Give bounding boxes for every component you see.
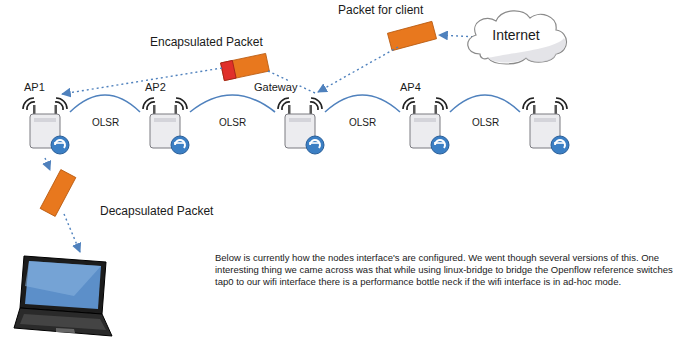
packet-flow [45, 35, 478, 252]
router-icon [523, 98, 569, 154]
protocol-label: OLSR [219, 117, 246, 129]
packet-caption: Decapsulated Packet [100, 205, 213, 219]
node-text: Internet [492, 27, 539, 43]
router-icon [403, 98, 449, 154]
ap-label: Gateway [252, 81, 299, 94]
ap-label: AP2 [143, 81, 168, 94]
protocol-label: OLSR [349, 117, 376, 129]
laptop-icon [14, 256, 112, 336]
router-icon [143, 98, 189, 154]
ap-label: AP4 [398, 81, 423, 94]
encapsulated-packet [221, 53, 270, 80]
router-icon [278, 98, 324, 154]
router-icon [23, 98, 69, 154]
packet-caption: Packet for client [338, 4, 423, 18]
olsr-links [70, 95, 520, 112]
ap-label: AP1 [22, 81, 47, 94]
note-text: Below is currently how the nodes interfa… [215, 252, 677, 288]
protocol-label: OLSR [472, 117, 499, 129]
packet-caption: Encapsulated Packet [150, 36, 263, 50]
client-packet [387, 21, 436, 50]
decapsulated-packet [40, 170, 76, 217]
cloud-node: Internet [460, 4, 572, 66]
protocol-label: OLSR [92, 117, 119, 129]
